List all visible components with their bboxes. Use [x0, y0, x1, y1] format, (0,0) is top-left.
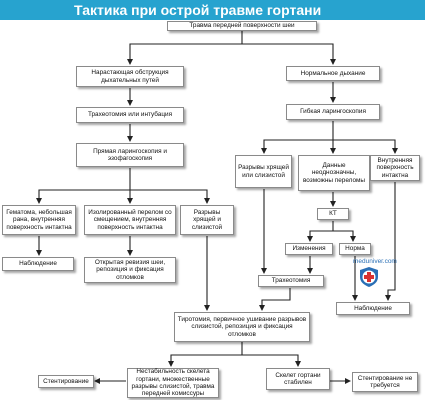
- node-hematoma: Гематома, небольшая рана, внутренняя пов…: [2, 205, 76, 235]
- node-tracheotomy-or-intubation: Трахеотомия или интубация: [76, 107, 184, 123]
- node-instability-label: Нестабильность скелета гортани, множеств…: [131, 368, 215, 398]
- node-observation-right-label: Наблюдение: [354, 304, 392, 312]
- node-instability: Нестабильность скелета гортани, множеств…: [127, 368, 219, 398]
- node-normal: Норма: [339, 243, 371, 255]
- node-cartilage-mucosa-tears-left: Разрывы хрящей и слизистой: [180, 205, 234, 235]
- node-stenting: Стентирование: [38, 375, 94, 388]
- node-skeleton-stable: Скелет гортани стабилен: [266, 368, 330, 390]
- node-open-revision-label: Открытая ревизия шеи, репозиция и фиксац…: [94, 258, 166, 281]
- node-isolated-fracture: Изолированный перелом со смещением, внут…: [84, 205, 176, 235]
- node-flexible-laryngoscopy-label: Гибкая ларингоскопия: [300, 108, 366, 116]
- node-thyrotomy: Тиротомия, первичное ушивание разрывов с…: [174, 312, 310, 342]
- node-cartilage-mucosa-tears-left-label: Разрывы хрящей и слизистой: [191, 208, 223, 231]
- node-tracheotomy-or-intubation-label: Трахеотомия или интубация: [87, 111, 173, 119]
- node-direct-laryngoscopy-label: Прямая ларингоскопия и эзофагоскопия: [93, 147, 167, 162]
- node-normal-breathing-label: Нормальное дыхание: [300, 69, 366, 77]
- node-no-stenting-label: Стентирование не требуется: [357, 374, 413, 389]
- node-isolated-fracture-label: Изолированный перелом со смещением, внут…: [88, 208, 172, 231]
- node-inner-surface-intact: Внутренняя поверхность интактна: [370, 155, 420, 181]
- node-observation-right: Наблюдение: [336, 302, 410, 315]
- node-no-stenting: Стентирование не требуется: [352, 372, 418, 392]
- node-changes: Изменения: [285, 243, 333, 255]
- node-data-ambiguous-label: Данные неоднозначны, возможны переломы: [302, 161, 366, 184]
- node-cartilage-mucosa-tears-right-label: Разрывы хрящей или слизистой: [238, 164, 289, 179]
- node-normal-label: Норма: [345, 245, 365, 253]
- medical-cross-icon: [358, 266, 380, 293]
- node-data-ambiguous: Данные неоднозначны, возможны переломы: [298, 155, 370, 191]
- node-normal-breathing: Нормальное дыхание: [286, 66, 380, 81]
- watermark-text: medunivег.com: [353, 258, 397, 265]
- page-title: Тактика при острой травме гортани: [0, 0, 425, 20]
- node-obstruction: Нарастающая обструкция дыхательных путей: [76, 66, 184, 87]
- node-root-label: Травма передней поверхности шеи: [189, 22, 295, 30]
- node-obstruction-label: Нарастающая обструкция дыхательных путей: [91, 69, 169, 84]
- node-ct-label: КТ: [329, 210, 337, 218]
- node-inner-surface-intact-label: Внутренняя поверхность интактна: [376, 156, 414, 179]
- node-tracheotomy: Трахеотомия: [258, 275, 324, 287]
- node-thyrotomy-label: Тиротомия, первичное ушивание разрывов с…: [177, 315, 307, 338]
- node-changes-label: Изменения: [292, 245, 326, 253]
- node-observation-left-label: Наблюдение: [19, 260, 57, 268]
- node-ct: КТ: [317, 208, 349, 220]
- node-hematoma-label: Гематома, небольшая рана, внутренняя пов…: [6, 208, 72, 231]
- node-root: Травма передней поверхности шеи: [167, 21, 317, 31]
- node-flexible-laryngoscopy: Гибкая ларингоскопия: [286, 104, 380, 120]
- node-stenting-label: Стентирование: [43, 377, 89, 385]
- node-open-revision: Открытая ревизия шеи, репозиция и фиксац…: [84, 257, 176, 283]
- node-skeleton-stable-label: Скелет гортани стабилен: [275, 371, 321, 386]
- node-cartilage-mucosa-tears-right: Разрывы хрящей или слизистой: [235, 155, 292, 188]
- node-observation-left: Наблюдение: [2, 257, 74, 271]
- node-tracheotomy-label: Трахеотомия: [271, 277, 311, 285]
- node-direct-laryngoscopy: Прямая ларингоскопия и эзофагоскопия: [76, 143, 184, 167]
